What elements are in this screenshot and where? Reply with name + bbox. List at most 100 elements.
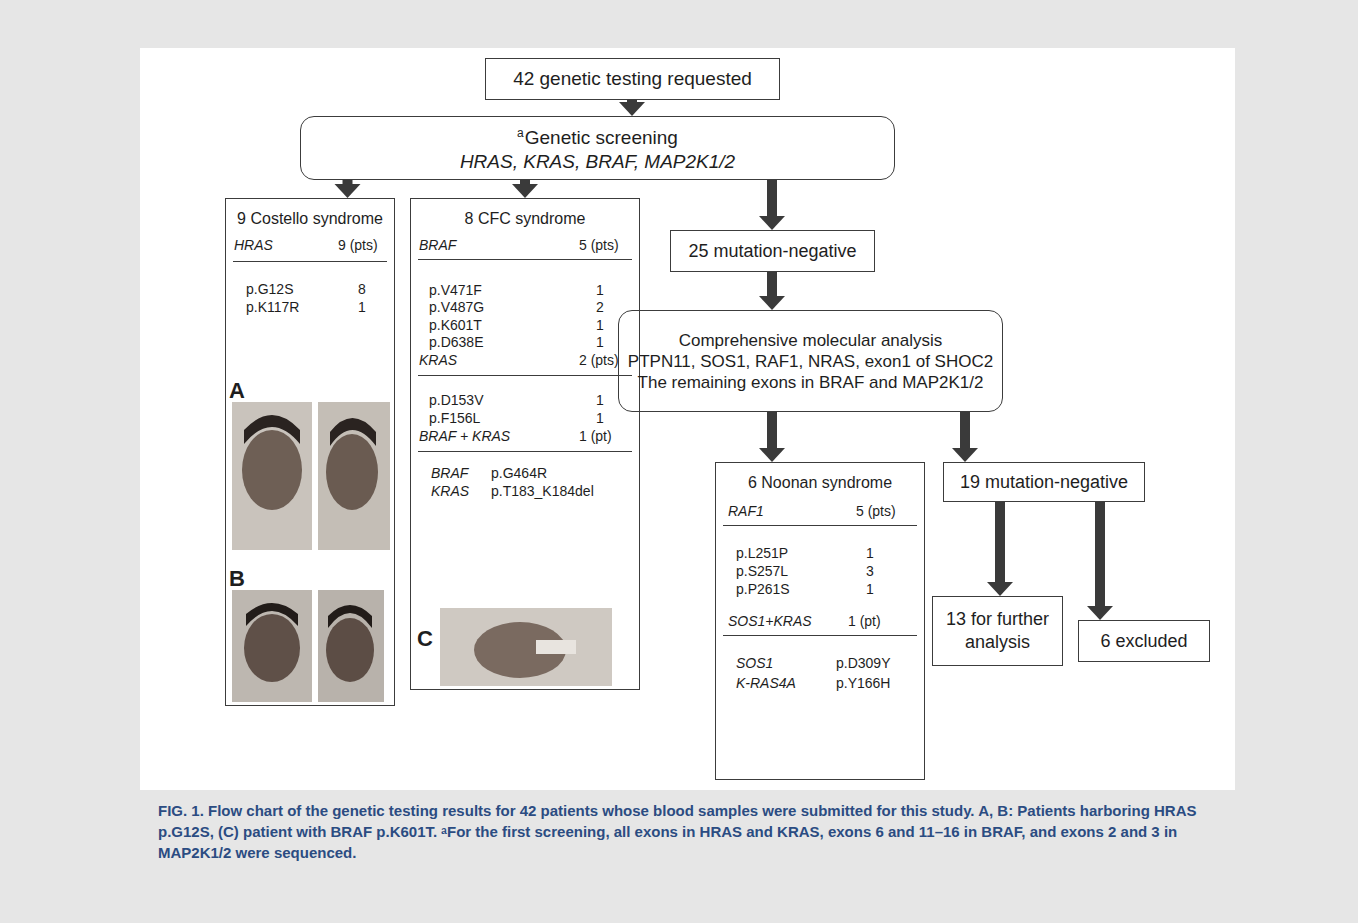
figure-caption: FIG. 1. Flow chart of the genetic testin… (158, 800, 1213, 863)
table-cell: p.K601T (429, 317, 482, 334)
arrow-shaft (767, 272, 777, 297)
table-cell: RAF1 (728, 503, 764, 520)
photo-label: B (229, 567, 245, 591)
process-box: 25 mutation-negative (670, 230, 875, 272)
syndrome-box: 6 Noonan syndromeRAF15 (pts)p.L251P1p.S2… (715, 462, 925, 780)
text-line: 19 mutation-negative (960, 471, 1128, 494)
box-label: 42 genetic testing requested (513, 68, 752, 89)
table-cell: 1 (pt) (579, 428, 612, 445)
table-rule (723, 635, 917, 636)
table-cell: KRAS (419, 352, 457, 369)
arrow-head (619, 102, 645, 116)
table-cell: BRAF + KRAS (419, 428, 510, 445)
table-cell: SOS1+KRAS (728, 613, 812, 630)
box-label: PTPN11, SOS1, RAF1, NRAS, exon1 of SHOC2 (628, 352, 993, 371)
table-cell: 5 (pts) (579, 237, 619, 254)
flow-arrow (759, 272, 785, 310)
arrow-head (759, 296, 785, 310)
arrow-head (759, 448, 785, 462)
table-cell: p.L251P (736, 545, 788, 562)
table-cell: p.D638E (429, 334, 483, 351)
table-rule (723, 525, 917, 526)
table-cell: p.D153V (429, 392, 483, 409)
patient-photo (318, 402, 390, 550)
patient-photo (440, 608, 612, 686)
table-cell: p.Y166H (836, 675, 890, 692)
table-cell: SOS1 (736, 655, 773, 672)
process-box: 6 excluded (1078, 620, 1210, 662)
syndrome-box: 8 CFC syndromeBRAF5 (pts)p.V471F1p.V487G… (410, 198, 640, 690)
arrow-shaft (767, 412, 777, 449)
table-cell: 9 (pts) (338, 237, 378, 254)
photo-label: C (417, 627, 433, 651)
text-line: 42 genetic testing requested (513, 67, 752, 91)
table-cell: p.G12S (246, 281, 293, 298)
arrow-head (987, 582, 1013, 596)
table-cell: p.G464R (491, 465, 547, 482)
arrow-head (512, 184, 538, 198)
text-line: PTPN11, SOS1, RAF1, NRAS, exon1 of SHOC2 (628, 351, 993, 372)
text-line: Comprehensive molecular analysis (679, 330, 943, 351)
flow-arrow (335, 180, 361, 198)
arrow-shaft (767, 180, 777, 217)
box-label: Comprehensive molecular analysis (679, 331, 943, 350)
box-label: 19 mutation-negative (960, 472, 1128, 492)
text-line: 6 excluded (1100, 630, 1187, 653)
table-cell: p.T183_K184del (491, 483, 594, 500)
process-box: 19 mutation-negative (943, 462, 1145, 502)
analysis-box: aGenetic screeningHRAS, KRAS, BRAF, MAP2… (300, 116, 895, 180)
flow-arrow (1087, 502, 1113, 620)
syndrome-box: 9 Costello syndromeHRAS9 (pts)p.G12S8p.K… (225, 198, 395, 706)
table-cell: 1 (866, 545, 874, 562)
table-cell: 1 (596, 410, 604, 427)
table-cell: HRAS (234, 237, 273, 254)
table-cell: p.K117R (246, 299, 299, 316)
table-cell: BRAF (419, 237, 456, 254)
flow-arrow (952, 412, 978, 462)
arrow-shaft (960, 412, 970, 449)
process-box: 42 genetic testing requested (485, 58, 780, 100)
arrow-head (335, 184, 361, 198)
arrow-shaft (1095, 502, 1105, 607)
table-cell: 2 (596, 299, 604, 316)
box-title: 6 Noonan syndrome (748, 473, 892, 493)
flow-arrow (987, 502, 1013, 596)
box-title: 9 Costello syndrome (237, 209, 383, 229)
table-rule (418, 451, 632, 452)
table-cell: 1 (596, 282, 604, 299)
text-line: The remaining exons in BRAF and MAP2K1/2 (638, 372, 984, 393)
table-cell: 1 (596, 334, 604, 351)
table-cell: p.V471F (429, 282, 482, 299)
arrow-head (759, 216, 785, 230)
patient-photo (232, 402, 312, 550)
table-cell: 1 (358, 299, 366, 316)
table-cell: 1 (866, 581, 874, 598)
table-cell: 3 (866, 563, 874, 580)
flow-arrow (759, 412, 785, 462)
photo-label: A (229, 379, 245, 403)
text-line: 13 for further analysis (941, 608, 1054, 654)
table-rule (418, 375, 632, 376)
text-line: HRAS, KRAS, BRAF, MAP2K1/2 (460, 150, 735, 174)
table-cell: 1 (pt) (848, 613, 881, 630)
table-cell: K-RAS4A (736, 675, 796, 692)
table-cell: BRAF (431, 465, 468, 482)
table-cell: p.F156L (429, 410, 480, 427)
arrow-head (1087, 606, 1113, 620)
flow-arrow (512, 180, 538, 198)
table-cell: 1 (596, 392, 604, 409)
arrow-shaft (995, 502, 1005, 583)
box-label: 13 for further analysis (946, 609, 1049, 652)
text-line: 25 mutation-negative (688, 240, 856, 263)
table-rule (233, 261, 387, 262)
table-cell: 2 (pts) (579, 352, 619, 369)
table-rule (418, 259, 632, 260)
table-cell: p.D309Y (836, 655, 890, 672)
patient-photo (232, 590, 312, 702)
figure-panel (140, 48, 1235, 790)
box-label: Genetic screening (525, 127, 678, 148)
table-cell: p.P261S (736, 581, 790, 598)
